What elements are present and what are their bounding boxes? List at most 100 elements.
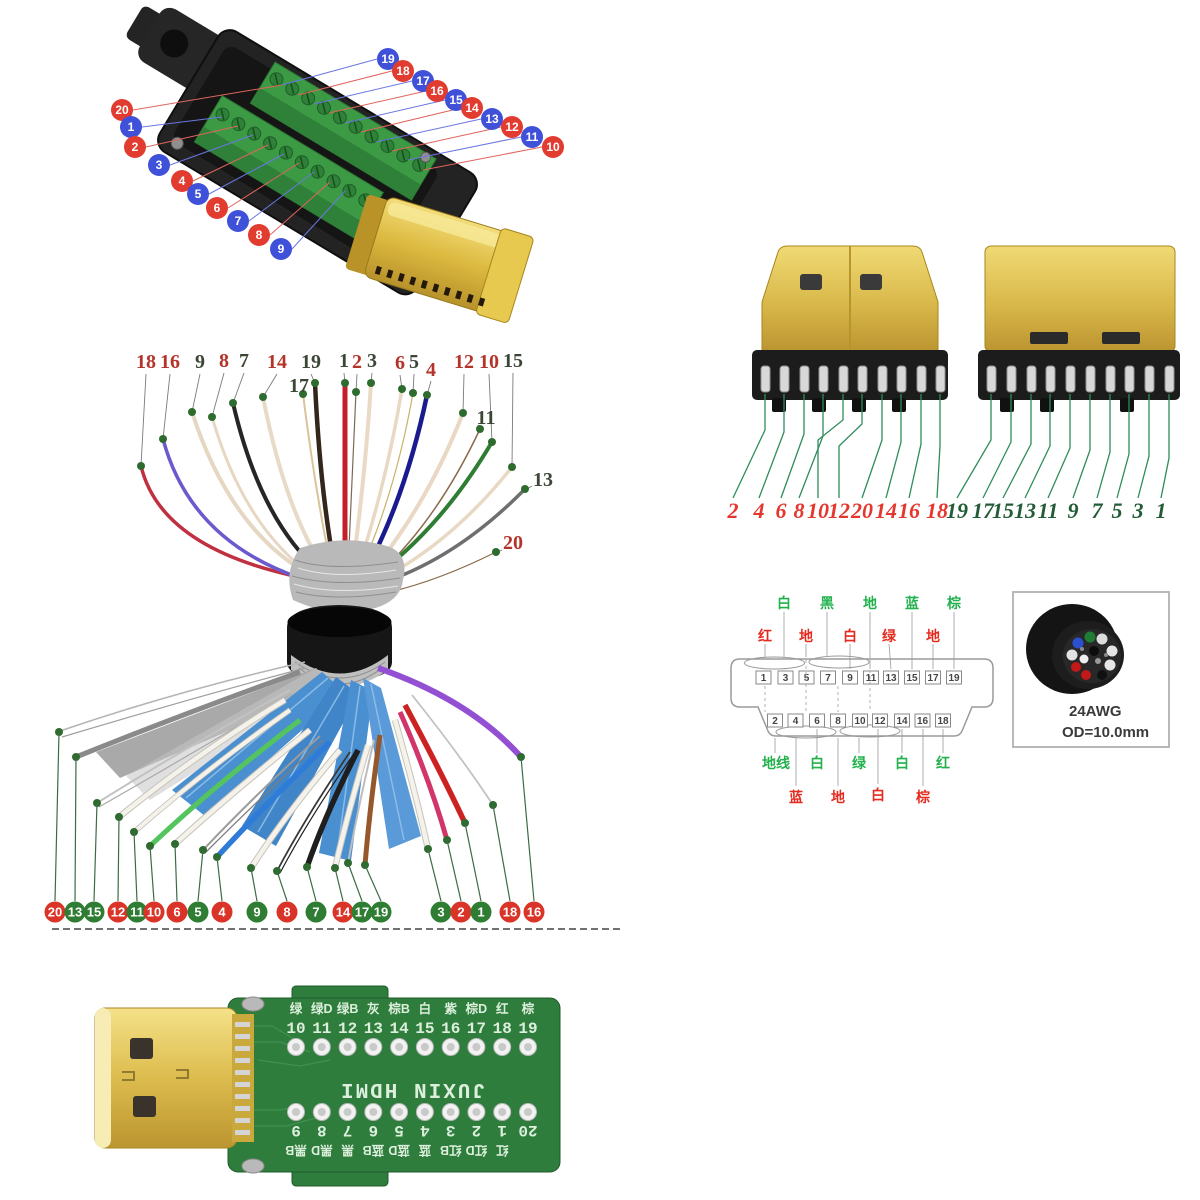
housing-screw [420,151,432,163]
connector-photo-back [978,245,1180,412]
upper-fanout-leads [140,372,533,553]
pin-circle-number: 16 [527,905,541,920]
callout-badge [171,170,193,192]
pcb-pin-number: 2 [472,1121,482,1139]
shielded-pair-bundles [96,668,421,861]
wire-color-label: 绿 [882,628,897,644]
pin-circle-number: 1 [477,905,484,920]
cable-foil [289,540,405,613]
wire-number: 17 [289,375,309,397]
pin-box-number: 13 [885,673,897,684]
pin-number: 7 [1092,498,1104,523]
pin-circle-number: 6 [173,905,180,920]
callout-badge [542,136,564,158]
pcb-wire-label: 棕 [521,1001,535,1016]
wire-number: 11 [477,407,496,429]
pin-number: 1 [1156,498,1167,523]
connector-photo-front [752,245,948,412]
pin-box-number: 18 [937,716,949,727]
wire-number: 1 [339,350,349,372]
callout-badge [111,99,133,121]
wire-number: 3 [367,350,377,372]
callout-badge [206,197,228,219]
pcb-wire-label: 棕B [387,1001,410,1016]
pin-circle-number: 7 [312,905,319,920]
pcb-wire-label: 绿 [290,1001,303,1016]
cable-fanout-photo: 18 16 9 8 7 14 19 17 1 2 3 6 5 4 12 10 1… [44,350,622,930]
wire-number: 13 [533,469,553,491]
wire-number: 2 [352,351,362,373]
pin-number: 8 [794,498,805,523]
callout-badge [270,238,292,260]
pcb-wire-label: 红B [440,1143,462,1158]
pin-box-number: 14 [896,716,908,727]
pin-box-number: 17 [927,673,939,684]
pcb-wire-label: 红 [495,1143,508,1158]
callout-badge [148,154,170,176]
solder-tabs [760,365,946,393]
pin-number: 13 [1014,498,1036,523]
wire-number: 14 [267,351,287,373]
pin-circle-number: 14 [336,905,351,920]
pcb-pin-number: 4 [420,1121,430,1139]
breakout-left-callouts: 20 1 2 3 4 5 6 7 8 9 [111,99,292,260]
pcb-pin-number: 10 [286,1020,305,1038]
pin-number: 9 [1068,498,1079,523]
pcb-pin-number: 11 [312,1020,331,1038]
callout-number: 5 [195,187,202,201]
pcb-pin-number: 3 [446,1121,456,1139]
pin-circle-number: 8 [283,905,290,920]
wire-color-label: 地 [799,628,813,644]
pcb-wire-label: 黑D [311,1143,333,1158]
pcb-pin-number: 9 [291,1121,301,1139]
wire-number: 9 [195,351,205,373]
callout-badge [461,97,483,119]
callout-number: 12 [505,120,519,134]
callout-number: 10 [546,140,560,154]
wire-color-label: 蓝 [789,789,803,805]
upper-fanout-numbers: 18 16 9 8 7 14 19 17 1 2 3 6 5 4 12 10 1… [136,350,553,554]
wire-number: 4 [426,359,436,381]
wire-number: 5 [409,351,419,373]
callout-number: 16 [430,84,444,98]
callout-number: 15 [449,93,463,107]
callout-number: 6 [214,201,221,215]
wire-color-label: 红 [936,755,950,771]
callout-badge [392,60,414,82]
pin-box-number: 8 [835,716,841,727]
pcb-wire-label: 红 [496,1001,509,1016]
pcb-top-labels: 绿 绿D 绿B 灰 棕B 白 紫 棕D 红 棕 [290,1001,535,1016]
pin-circle-number: 19 [374,905,388,920]
callout-badge [521,126,543,148]
pair-ellipse [839,724,901,738]
callout-number: 20 [115,103,129,117]
pin-circle-number: 20 [48,905,62,920]
callout-badge [187,183,209,205]
pcb-pin-number: 8 [317,1121,327,1139]
breakout-connector-photo: 20 1 2 3 4 5 6 7 8 9 19 18 17 16 15 14 1… [111,6,564,323]
lower-fanout-circles: 20 13 15 12 11 10 6 5 4 9 8 7 14 17 19 3… [44,901,545,923]
pin-box-number: 15 [906,673,918,684]
pcb-wire-label: 白 [419,1001,432,1016]
wire-number: 20 [503,532,523,554]
pcb-holes [287,1038,537,1121]
pin-box-number: 19 [948,673,960,684]
callout-number: 17 [416,74,430,88]
callout-badge [377,48,399,70]
pcb-bottom-numbers: 9 8 7 6 5 4 3 2 1 20 [291,1121,537,1139]
pcb-wire-label: 黑 [341,1143,354,1158]
pcb-pin-number: 1 [497,1121,507,1139]
wire-color-label: 白 [871,787,885,803]
pcb-wire-label: 绿B [337,1001,359,1016]
pinout-bottom-pins: 2 4 6 8 10 12 14 16 18 [767,713,951,728]
pin-box-number: 3 [783,673,789,684]
wire-color-label: 棕 [915,789,930,805]
wire-number: 7 [239,350,249,372]
pin-number: 11 [1038,498,1059,523]
callout-number: 13 [485,112,499,126]
pin-circle-number: 2 [457,905,464,920]
pair-ellipse [775,725,837,739]
pair-ellipse [808,655,870,669]
breakout-right-callouts: 19 18 17 16 15 14 13 12 11 10 [377,48,564,158]
